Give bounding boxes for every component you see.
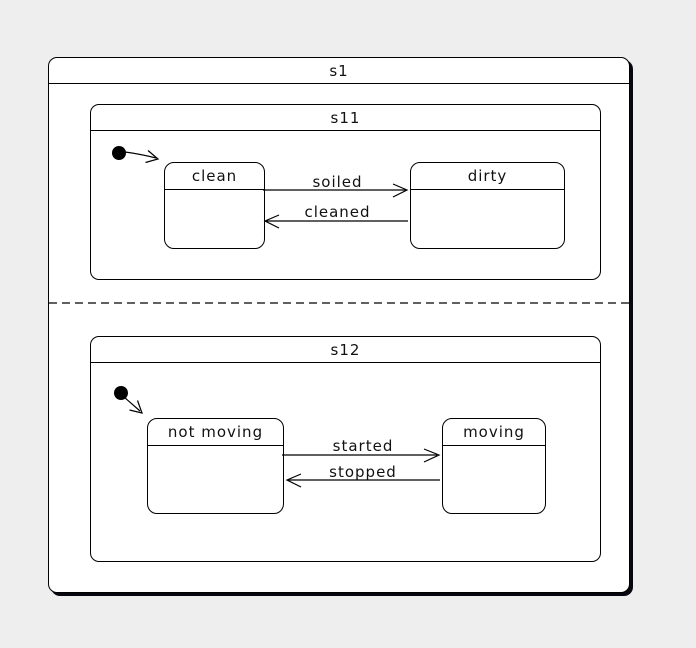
transition-label-started: started [332, 437, 394, 455]
initial-state-dot [112, 146, 126, 160]
transition-label-cleaned: cleaned [304, 203, 371, 221]
state-moving-label: moving [463, 423, 525, 441]
state-s11-title: s11 [91, 105, 600, 131]
state-s12-title: s12 [91, 337, 600, 363]
state-s1-label: s1 [329, 61, 349, 80]
state-clean-title: clean [165, 163, 264, 190]
initial-state-dot [114, 386, 128, 400]
transition-label-stopped: stopped [329, 463, 397, 481]
state-s12: s12 not moving moving started stopped [90, 336, 601, 562]
state-clean: clean [164, 162, 265, 249]
state-moving-title: moving [443, 419, 545, 446]
state-s1: s1 s11 clean dirty soiled cleaned [48, 57, 630, 593]
state-dirty-title: dirty [411, 163, 564, 190]
state-s1-title: s1 [49, 58, 629, 84]
state-moving: moving [442, 418, 546, 514]
state-not-moving: not moving [147, 418, 284, 514]
state-not-moving-title: not moving [148, 419, 283, 446]
state-s11-label: s11 [330, 108, 361, 127]
transition-label-soiled: soiled [312, 173, 363, 191]
state-s11: s11 clean dirty soiled cleaned [90, 104, 601, 280]
state-s12-label: s12 [330, 340, 361, 359]
state-clean-label: clean [191, 167, 238, 185]
state-dirty: dirty [410, 162, 565, 249]
state-dirty-label: dirty [467, 167, 508, 185]
state-not-moving-label: not moving [167, 423, 264, 441]
